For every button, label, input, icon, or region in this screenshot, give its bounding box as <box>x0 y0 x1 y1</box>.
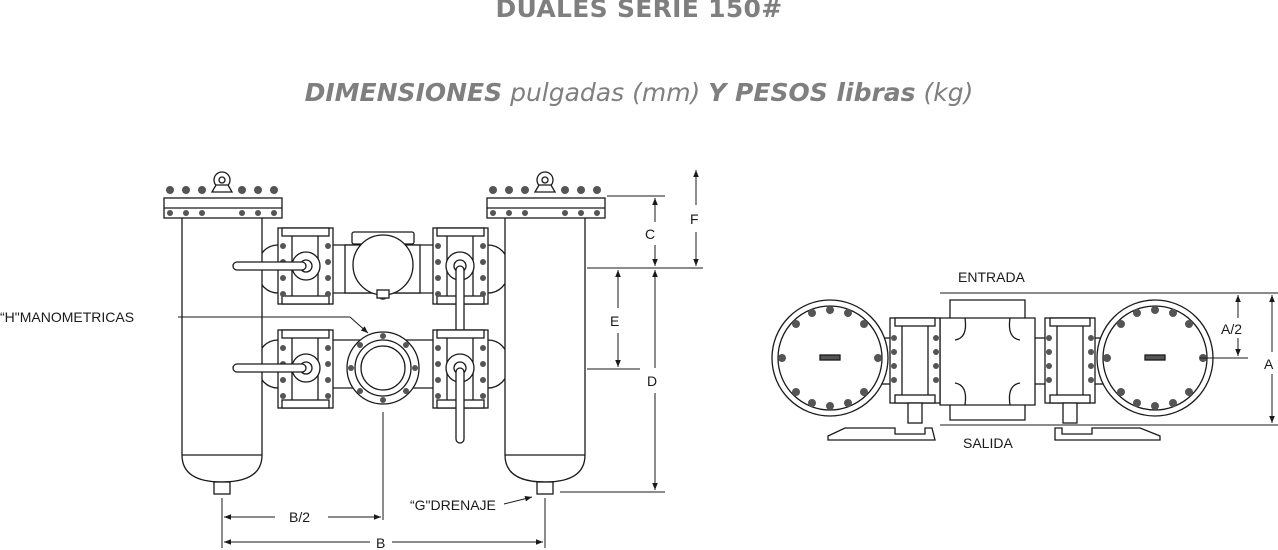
label-salida: SALIDA <box>963 435 1013 451</box>
label-b-half: B/2 <box>289 509 310 525</box>
label-b: B <box>376 535 385 550</box>
top-right-handle <box>1054 427 1161 441</box>
page-subtitle: DIMENSIONES pulgadas (mm) Y PESOS libras… <box>0 78 1278 107</box>
subtitle-dimensiones: DIMENSIONES <box>304 78 503 107</box>
top-right-valve <box>1044 317 1161 441</box>
top-right-vessel <box>1096 299 1214 417</box>
handle-lower-left <box>232 363 307 373</box>
top-view <box>771 299 1214 441</box>
label-entrada: ENTRADA <box>958 269 1026 285</box>
page-title: DUALES SERIE 150# <box>495 0 783 23</box>
central-body <box>344 231 421 405</box>
top-central-tee <box>939 299 1036 421</box>
top-left-vessel <box>771 299 889 417</box>
top-left-handle <box>827 427 936 441</box>
label-e: E <box>610 313 619 329</box>
top-view-dimensions <box>940 292 1278 426</box>
upper-center-flange <box>352 234 414 296</box>
handle-lower-right <box>455 367 465 444</box>
subtitle-units-mm: pulgadas (mm) <box>502 78 709 107</box>
front-view <box>163 171 606 495</box>
right-lid-bolts <box>489 186 601 216</box>
left-lid-bolts <box>166 186 278 216</box>
right-vessel <box>486 171 606 495</box>
label-f: F <box>690 211 699 227</box>
label-a-half: A/2 <box>1221 321 1242 337</box>
label-d: D <box>647 373 657 389</box>
label-g-drenaje: “G"DRENAJE <box>410 497 496 513</box>
front-view-dimensions <box>178 170 703 548</box>
subtitle-pesos: Y PESOS libras <box>708 78 916 107</box>
left-vessel <box>163 171 283 495</box>
label-a: A <box>1264 356 1274 372</box>
label-c: C <box>645 226 655 242</box>
label-h-manometricas: “H"MANOMETRICAS <box>0 309 134 325</box>
subtitle-units-kg: (kg) <box>915 78 974 107</box>
handle-upper-left <box>232 261 307 271</box>
top-left-valve <box>827 317 941 441</box>
